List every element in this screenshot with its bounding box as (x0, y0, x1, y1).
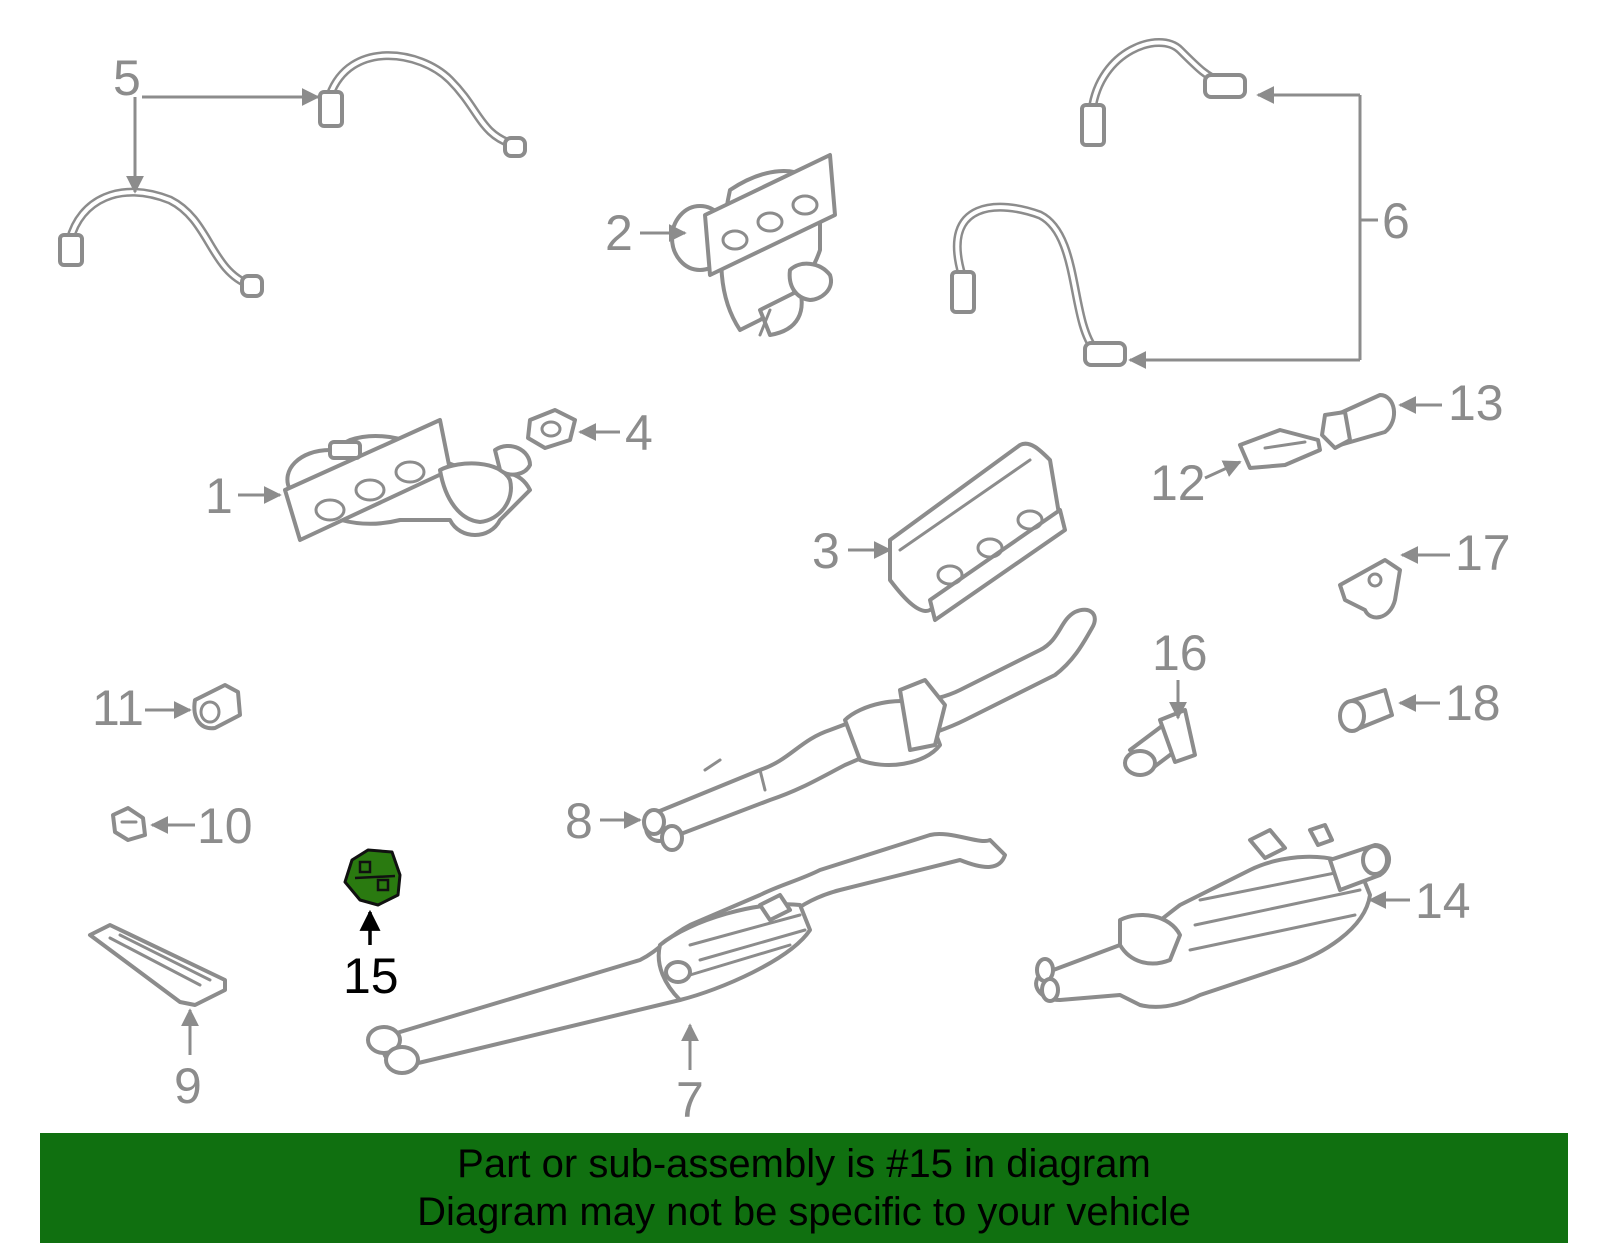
part-9-heat-shield-plate[interactable] (88, 923, 227, 1007)
callout-9: 9 (174, 1008, 202, 1114)
part-3-heat-shield[interactable] (888, 441, 1067, 622)
callout-9-label: 9 (174, 1058, 202, 1114)
banner-line-2: Diagram may not be specific to your vehi… (417, 1190, 1191, 1234)
callout-10: 10 (150, 798, 253, 854)
part-15-exhaust-hanger[interactable] (343, 848, 402, 907)
callout-7-label: 7 (676, 1072, 704, 1128)
callout-17: 17 (1400, 525, 1511, 581)
callout-2: 2 (605, 205, 687, 261)
info-banner: Part or sub-assembly is #15 in diagram D… (40, 1133, 1568, 1243)
callout-10-label: 10 (197, 798, 253, 854)
callout-16: 16 (1152, 625, 1208, 720)
part-8-front-pipe[interactable] (642, 607, 1097, 852)
part-12-heat-shield[interactable] (1238, 428, 1322, 470)
callout-5-label: 5 (113, 50, 141, 106)
callout-13: 13 (1398, 375, 1504, 431)
callout-11: 11 (92, 680, 192, 736)
callout-2-label: 2 (605, 205, 633, 261)
callout-6: 6 (1128, 86, 1410, 369)
callout-3-label: 3 (812, 523, 840, 579)
callout-4: 4 (578, 405, 653, 461)
callout-14: 14 (1368, 873, 1471, 929)
callout-3: 3 (812, 523, 892, 579)
callout-5: 5 (113, 50, 320, 194)
callout-4-label: 4 (625, 405, 653, 461)
callout-11-label: 11 (92, 680, 144, 736)
callout-14-label: 14 (1415, 873, 1471, 929)
callout-15: 15 (343, 909, 399, 1004)
callout-6-label: 6 (1382, 193, 1410, 249)
callout-17-label: 17 (1455, 525, 1511, 581)
callout-18-label: 18 (1445, 675, 1501, 731)
part-16-flanged-sleeve[interactable] (1123, 708, 1197, 777)
part-11-clamp[interactable] (192, 683, 242, 731)
callout-15-label: 15 (343, 948, 399, 1004)
banner-line-1: Part or sub-assembly is #15 in diagram (457, 1142, 1151, 1186)
part-17-hanger-bracket[interactable] (1338, 558, 1402, 620)
part-4-gasket[interactable] (526, 408, 577, 450)
callout-18: 18 (1398, 675, 1501, 731)
callout-8-label: 8 (565, 793, 593, 849)
callout-7: 7 (676, 1023, 704, 1128)
callout-16-label: 16 (1152, 625, 1208, 681)
callout-12: 12 (1150, 455, 1242, 511)
part-1-exhaust-manifold[interactable] (283, 418, 532, 542)
part-13-flange-pipe[interactable] (1320, 393, 1396, 450)
part-6-oxygen-sensors[interactable] (950, 38, 1247, 367)
callout-13-label: 13 (1448, 375, 1504, 431)
callout-1-label: 1 (205, 468, 233, 524)
part-10-rubber-mount[interactable] (111, 806, 147, 842)
part-18-sleeve[interactable] (1338, 688, 1394, 733)
part-14-rear-muffler[interactable] (1034, 823, 1391, 1009)
callout-12-label: 12 (1150, 455, 1206, 511)
part-2-exhaust-manifold[interactable] (670, 153, 837, 337)
part-7-catalytic-converter-pipe[interactable] (366, 832, 1007, 1075)
callout-1: 1 (205, 468, 282, 524)
part-5-oxygen-sensors[interactable] (58, 51, 527, 298)
callout-8: 8 (565, 793, 642, 849)
